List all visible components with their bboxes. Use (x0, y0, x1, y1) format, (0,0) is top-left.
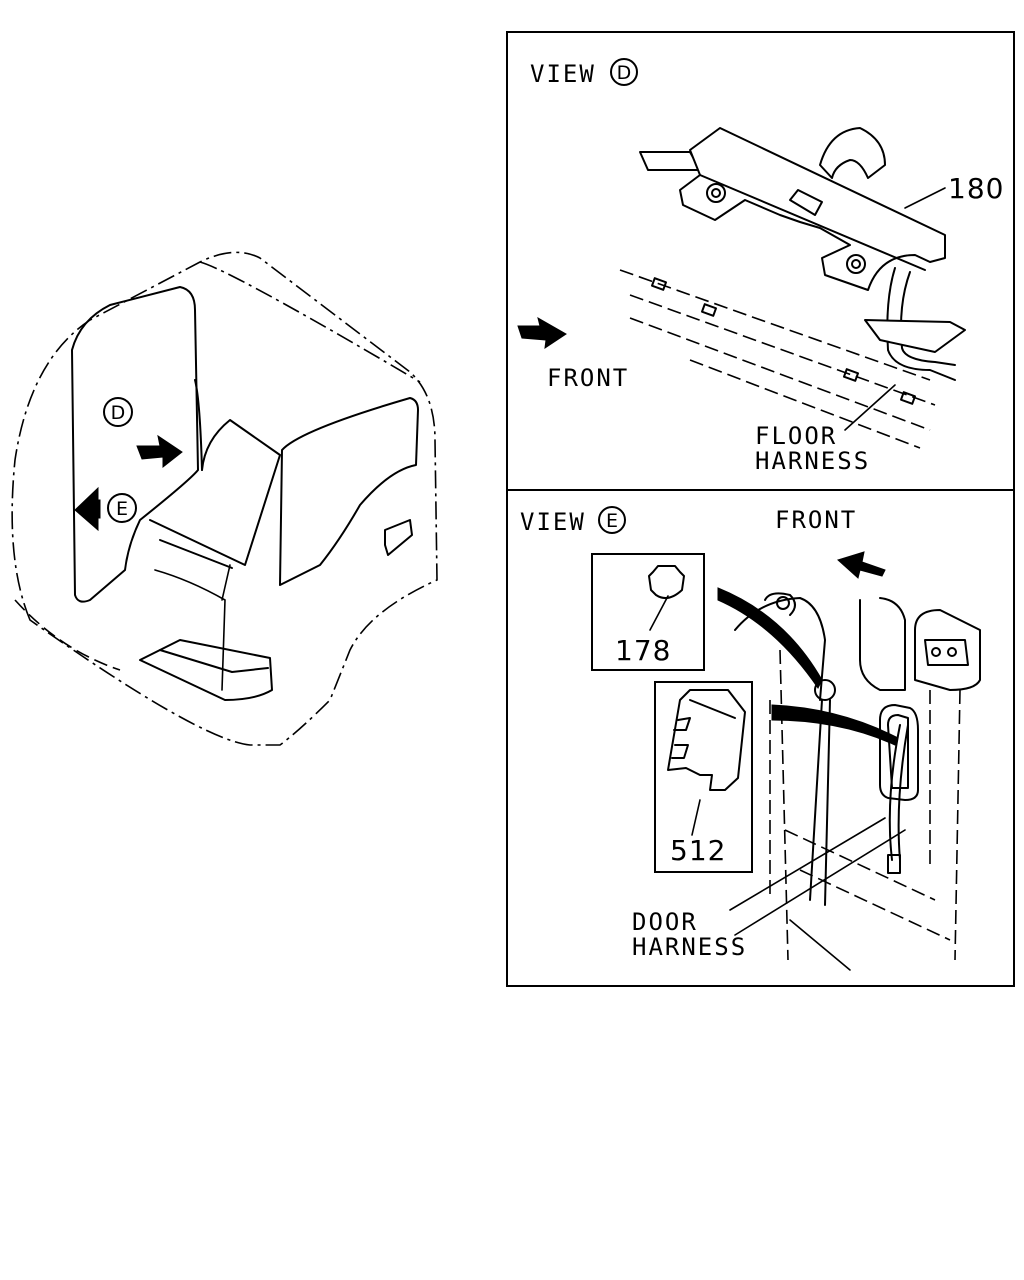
front-arrow-e-icon (837, 551, 886, 579)
view-e-front-label: FRONT (775, 506, 857, 534)
floor-harness-line2: HARNESS (755, 447, 870, 475)
cab-overview: D E (11, 251, 438, 746)
view-e-panel (506, 489, 1015, 987)
view-e-arrow-icon (74, 486, 99, 532)
view-e-title: VIEW (520, 508, 586, 536)
view-e: VIEW E FRONT 178 512 (520, 506, 981, 971)
front-arrow-icon (517, 316, 567, 350)
part-512-label: 512 (670, 834, 726, 867)
view-d-front-label: FRONT (547, 364, 629, 392)
part-178-inset (591, 553, 705, 671)
marker-d-label: D (111, 402, 126, 424)
part-180-label: 180 (948, 172, 1004, 205)
floor-harness-line1: FLOOR (755, 422, 837, 450)
part-178-label: 178 (615, 634, 671, 667)
view-d-title: VIEW (530, 60, 596, 88)
part-512-inset (654, 681, 753, 873)
view-d-arrow-icon (136, 434, 183, 469)
view-e-letter: E (606, 510, 618, 532)
door-harness-line1: DOOR (632, 908, 698, 936)
view-d-letter: D (617, 62, 632, 84)
marker-e-label: E (116, 498, 128, 520)
door-harness-line2: HARNESS (632, 933, 747, 961)
view-d: VIEW D 180 FRONT (517, 58, 1004, 475)
